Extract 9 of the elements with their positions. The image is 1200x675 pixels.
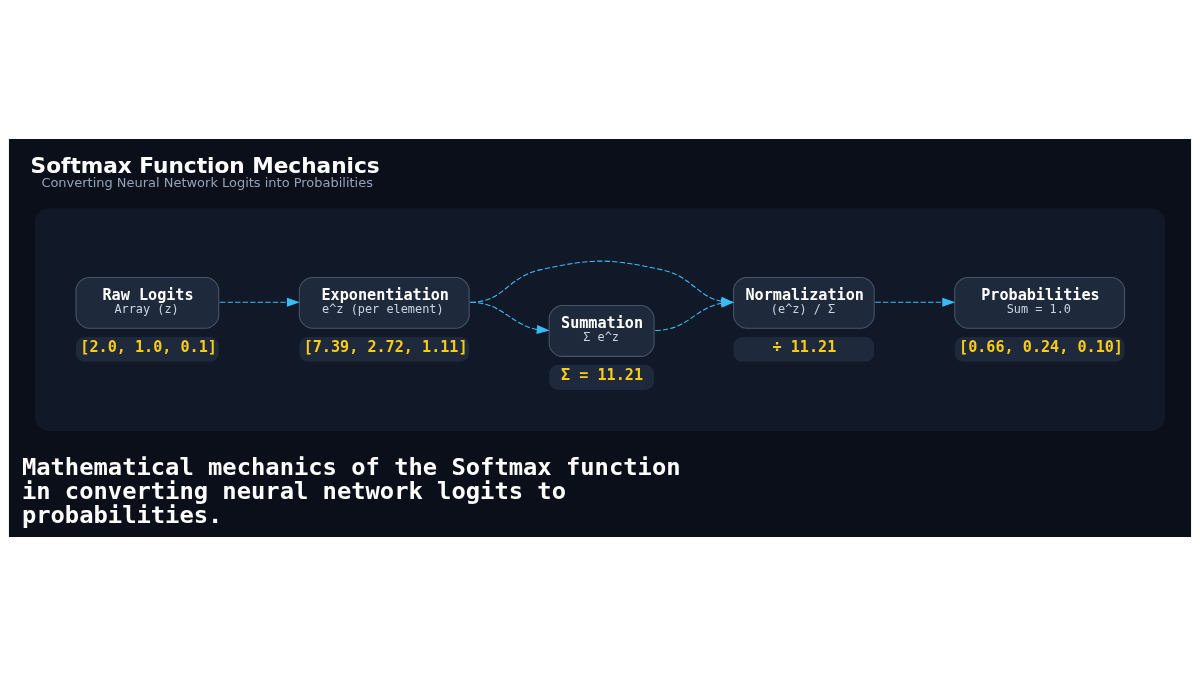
node-label: ÷ 11.21 (772, 337, 837, 356)
node-label: [7.39, 2.72, 1.11] (303, 337, 468, 356)
caption: Mathematical mechanics of the Softmax function in converting neural network logits to probabilities. (21, 452, 681, 529)
arrow (874, 297, 956, 307)
arrow (219, 297, 300, 307)
node-label: [2.0, 1.0, 0.1] (80, 337, 217, 356)
node-label: [0.66, 0.24, 0.10] (959, 337, 1123, 356)
cluster (34, 207, 1166, 431)
node-label: Σ = 11.21 (561, 365, 644, 384)
